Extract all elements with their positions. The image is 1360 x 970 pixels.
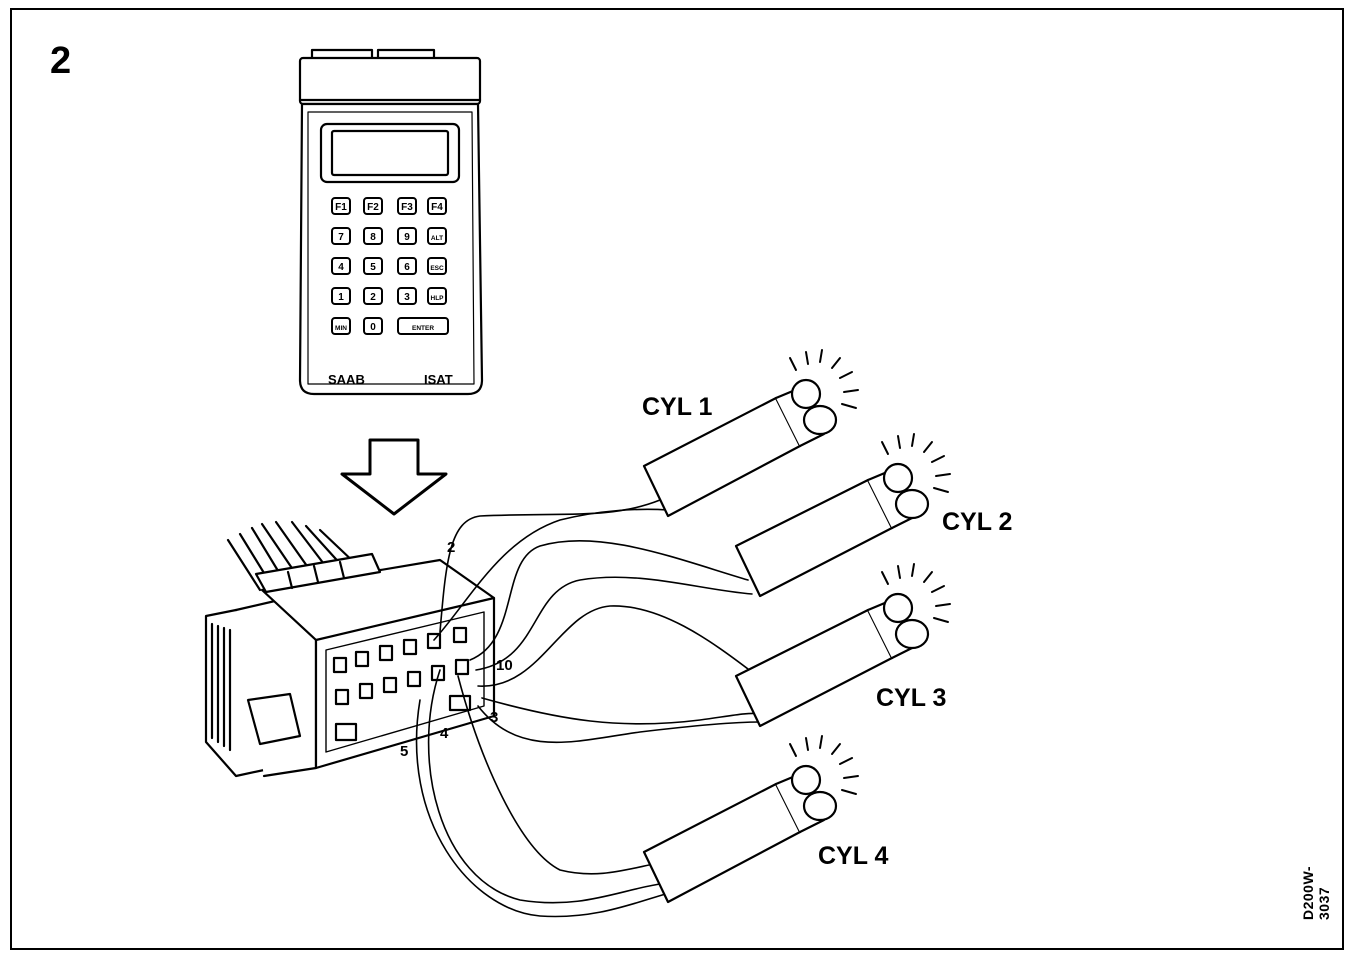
tester-brand: SAAB <box>328 372 365 387</box>
tester-key-label: 2 <box>370 292 376 303</box>
pin-label-2: 2 <box>447 539 456 556</box>
tester-key-label: ESC <box>430 265 444 272</box>
tester-key <box>363 227 383 245</box>
tester-key <box>331 227 351 245</box>
pin-label-5: 5 <box>400 743 409 760</box>
tester-key <box>427 287 447 305</box>
tester-key <box>363 287 383 305</box>
light-rays <box>789 349 951 795</box>
tester-key <box>427 227 447 245</box>
tester-key <box>397 287 417 305</box>
tester-key-label: 5 <box>370 262 376 273</box>
pin-label-3: 3 <box>490 709 499 726</box>
ecu-connector <box>204 520 496 778</box>
tester-key-label: F1 <box>335 202 347 213</box>
cyl1-label: CYL 1 <box>642 393 713 421</box>
test-lamp-cyl4 <box>642 764 838 904</box>
tester-key <box>397 197 417 215</box>
tester-key-label: ENTER <box>412 325 434 332</box>
test-lamp-cyl1 <box>642 378 838 518</box>
tester-key-label: F4 <box>431 202 443 213</box>
tester-key-label: 3 <box>404 292 410 303</box>
tester-key <box>363 317 383 335</box>
pin-label-10: 10 <box>496 657 513 674</box>
tester-key <box>427 257 447 275</box>
tester-model: ISAT <box>424 372 453 387</box>
down-arrow-icon <box>340 438 448 516</box>
tester-key <box>331 287 351 305</box>
tester-key <box>331 257 351 275</box>
tester-key-label: F3 <box>401 202 413 213</box>
tester-key <box>363 257 383 275</box>
tester-key-label: 1 <box>338 292 344 303</box>
pin-label-4: 4 <box>440 725 449 742</box>
cyl2-label: CYL 2 <box>942 508 1013 536</box>
tester-key-label: 0 <box>370 322 376 333</box>
document-id: D200W-3037 <box>1300 865 1332 920</box>
figure-number: 2 <box>50 40 72 82</box>
tester-key-label: MIN <box>335 325 347 332</box>
tester-key <box>397 257 417 275</box>
tester-key-label: ALT <box>431 235 443 242</box>
tester-key-label: 8 <box>370 232 376 243</box>
tester-key <box>397 317 449 335</box>
test-leads <box>415 499 761 918</box>
test-lamp-cyl3 <box>734 592 930 728</box>
tester-key-label: 6 <box>404 262 410 273</box>
test-lamp-cyl2 <box>734 462 930 598</box>
figure-frame <box>10 8 1344 950</box>
tester-key <box>331 197 351 215</box>
tester-key <box>397 227 417 245</box>
tester-display <box>330 129 450 177</box>
cyl4-label: CYL 4 <box>818 842 889 870</box>
tester-key <box>427 197 447 215</box>
isat-tester <box>298 48 484 396</box>
tester-key-label: HLP <box>431 295 445 302</box>
tester-key-label: F2 <box>367 202 379 213</box>
tester-key-label: 9 <box>404 232 410 243</box>
tester-key <box>331 317 351 335</box>
tester-key <box>363 197 383 215</box>
tester-key-label: 7 <box>338 232 344 243</box>
tester-display-bezel <box>319 122 461 184</box>
tester-keypad: F1 F2 F3 F4 7 8 9 ALT 4 5 6 ESC 1 2 3 HLP MIN 0 ENTER <box>331 197 449 335</box>
cyl3-label: CYL 3 <box>876 684 947 712</box>
tester-key-label: 4 <box>338 262 344 273</box>
